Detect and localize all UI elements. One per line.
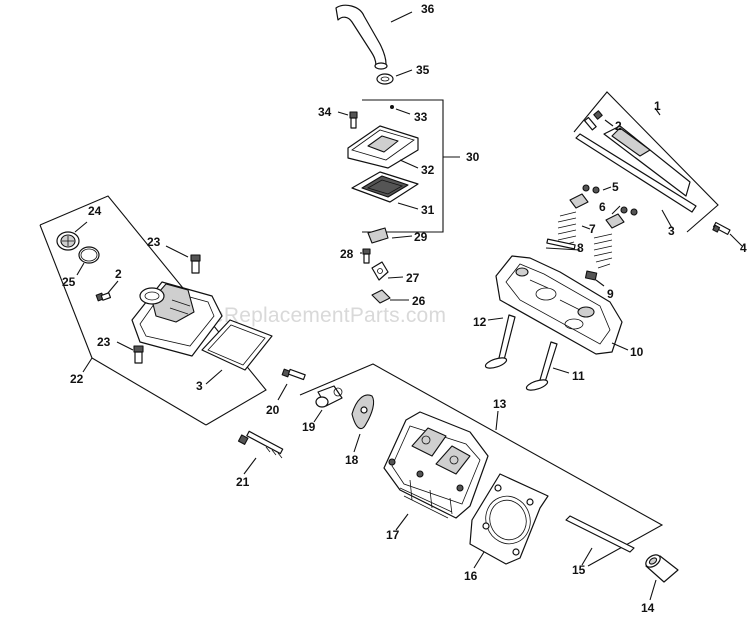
callout-28: 28 (340, 247, 354, 261)
callout-4: 4 (740, 241, 747, 255)
push-rod-15 (565, 515, 635, 553)
callout-6: 6 (599, 200, 606, 214)
callout-24: 24 (88, 204, 102, 218)
valve-cover (131, 281, 223, 357)
callout-14: 14 (641, 601, 655, 615)
callout-25: 25 (62, 275, 76, 289)
valve-11 (525, 341, 558, 391)
callout-7: 7 (589, 222, 596, 236)
pin-4 (712, 221, 731, 236)
callout-20: 20 (266, 403, 280, 417)
spring-retainers (569, 193, 625, 229)
stud-28 (362, 248, 371, 264)
breather-gasket (351, 171, 419, 203)
screw-2-top (584, 110, 603, 131)
callout-27: 27 (406, 271, 420, 285)
retainer-27 (371, 261, 389, 281)
breather-cover (347, 125, 419, 169)
breather-screw (349, 111, 358, 129)
callout-9: 9 (607, 287, 614, 301)
callout-29: 29 (414, 230, 428, 244)
callout-10: 10 (630, 345, 644, 359)
reed-valve (367, 227, 389, 244)
callout-17: 17 (386, 528, 400, 542)
cylinder-head-upper (495, 255, 623, 355)
cylinder-head (383, 411, 489, 519)
callout-34: 34 (318, 105, 332, 119)
callout-8: 8 (577, 241, 584, 255)
callout-21: 21 (236, 475, 250, 489)
callout-12: 12 (473, 315, 487, 329)
rocker-gasket (575, 133, 697, 213)
callout-16: 16 (464, 569, 478, 583)
callout-35: 35 (416, 63, 430, 77)
callout-1: 1 (654, 99, 661, 113)
callout-11: 11 (572, 369, 585, 383)
callout-22: 22 (70, 372, 84, 386)
tappet-14 (645, 554, 679, 583)
valve-springs (557, 211, 613, 269)
head-bolt-20 (281, 368, 306, 381)
valve-guides (546, 238, 598, 281)
hose-clamp (376, 73, 394, 85)
fitting-23-bottom (133, 345, 144, 364)
callout-33: 33 (414, 110, 428, 124)
callout-26: 26 (412, 294, 426, 308)
callout-2-left: 2 (115, 267, 122, 281)
clip-26 (371, 289, 391, 304)
bracket-1 (573, 91, 719, 233)
callout-19: 19 (302, 420, 316, 434)
rocker-shield (603, 125, 691, 197)
callout-30: 30 (466, 150, 480, 164)
breather-nut (390, 105, 394, 109)
callout-5: 5 (612, 180, 619, 194)
breather-hose (335, 4, 388, 70)
callout-31: 31 (421, 203, 435, 217)
valve-cover-gasket (201, 319, 273, 371)
callout-13: 13 (493, 397, 507, 411)
callout-3-left: 3 (196, 379, 203, 393)
callout-2-top: 2 (615, 119, 622, 133)
callout-3-right: 3 (668, 224, 675, 238)
callout-18: 18 (345, 453, 359, 467)
head-bolt-21 (237, 430, 284, 459)
o-ring-25 (78, 246, 100, 264)
callout-32: 32 (421, 163, 435, 177)
head-gasket (469, 473, 549, 565)
valve-keepers (582, 184, 638, 216)
screw-2-left (95, 292, 112, 302)
rocker-arm-18 (351, 394, 375, 430)
spacer-19 (315, 385, 343, 408)
bracket-30 (362, 99, 444, 233)
watermark: eReplacementParts.com (212, 304, 446, 327)
callout-23-top: 23 (147, 235, 161, 249)
callout-36: 36 (421, 2, 435, 16)
oil-fill-cap (56, 231, 80, 251)
valve-12 (484, 314, 516, 369)
callout-23-bottom: 23 (97, 335, 111, 349)
fitting-23-top (190, 254, 201, 274)
callout-15: 15 (572, 563, 586, 577)
